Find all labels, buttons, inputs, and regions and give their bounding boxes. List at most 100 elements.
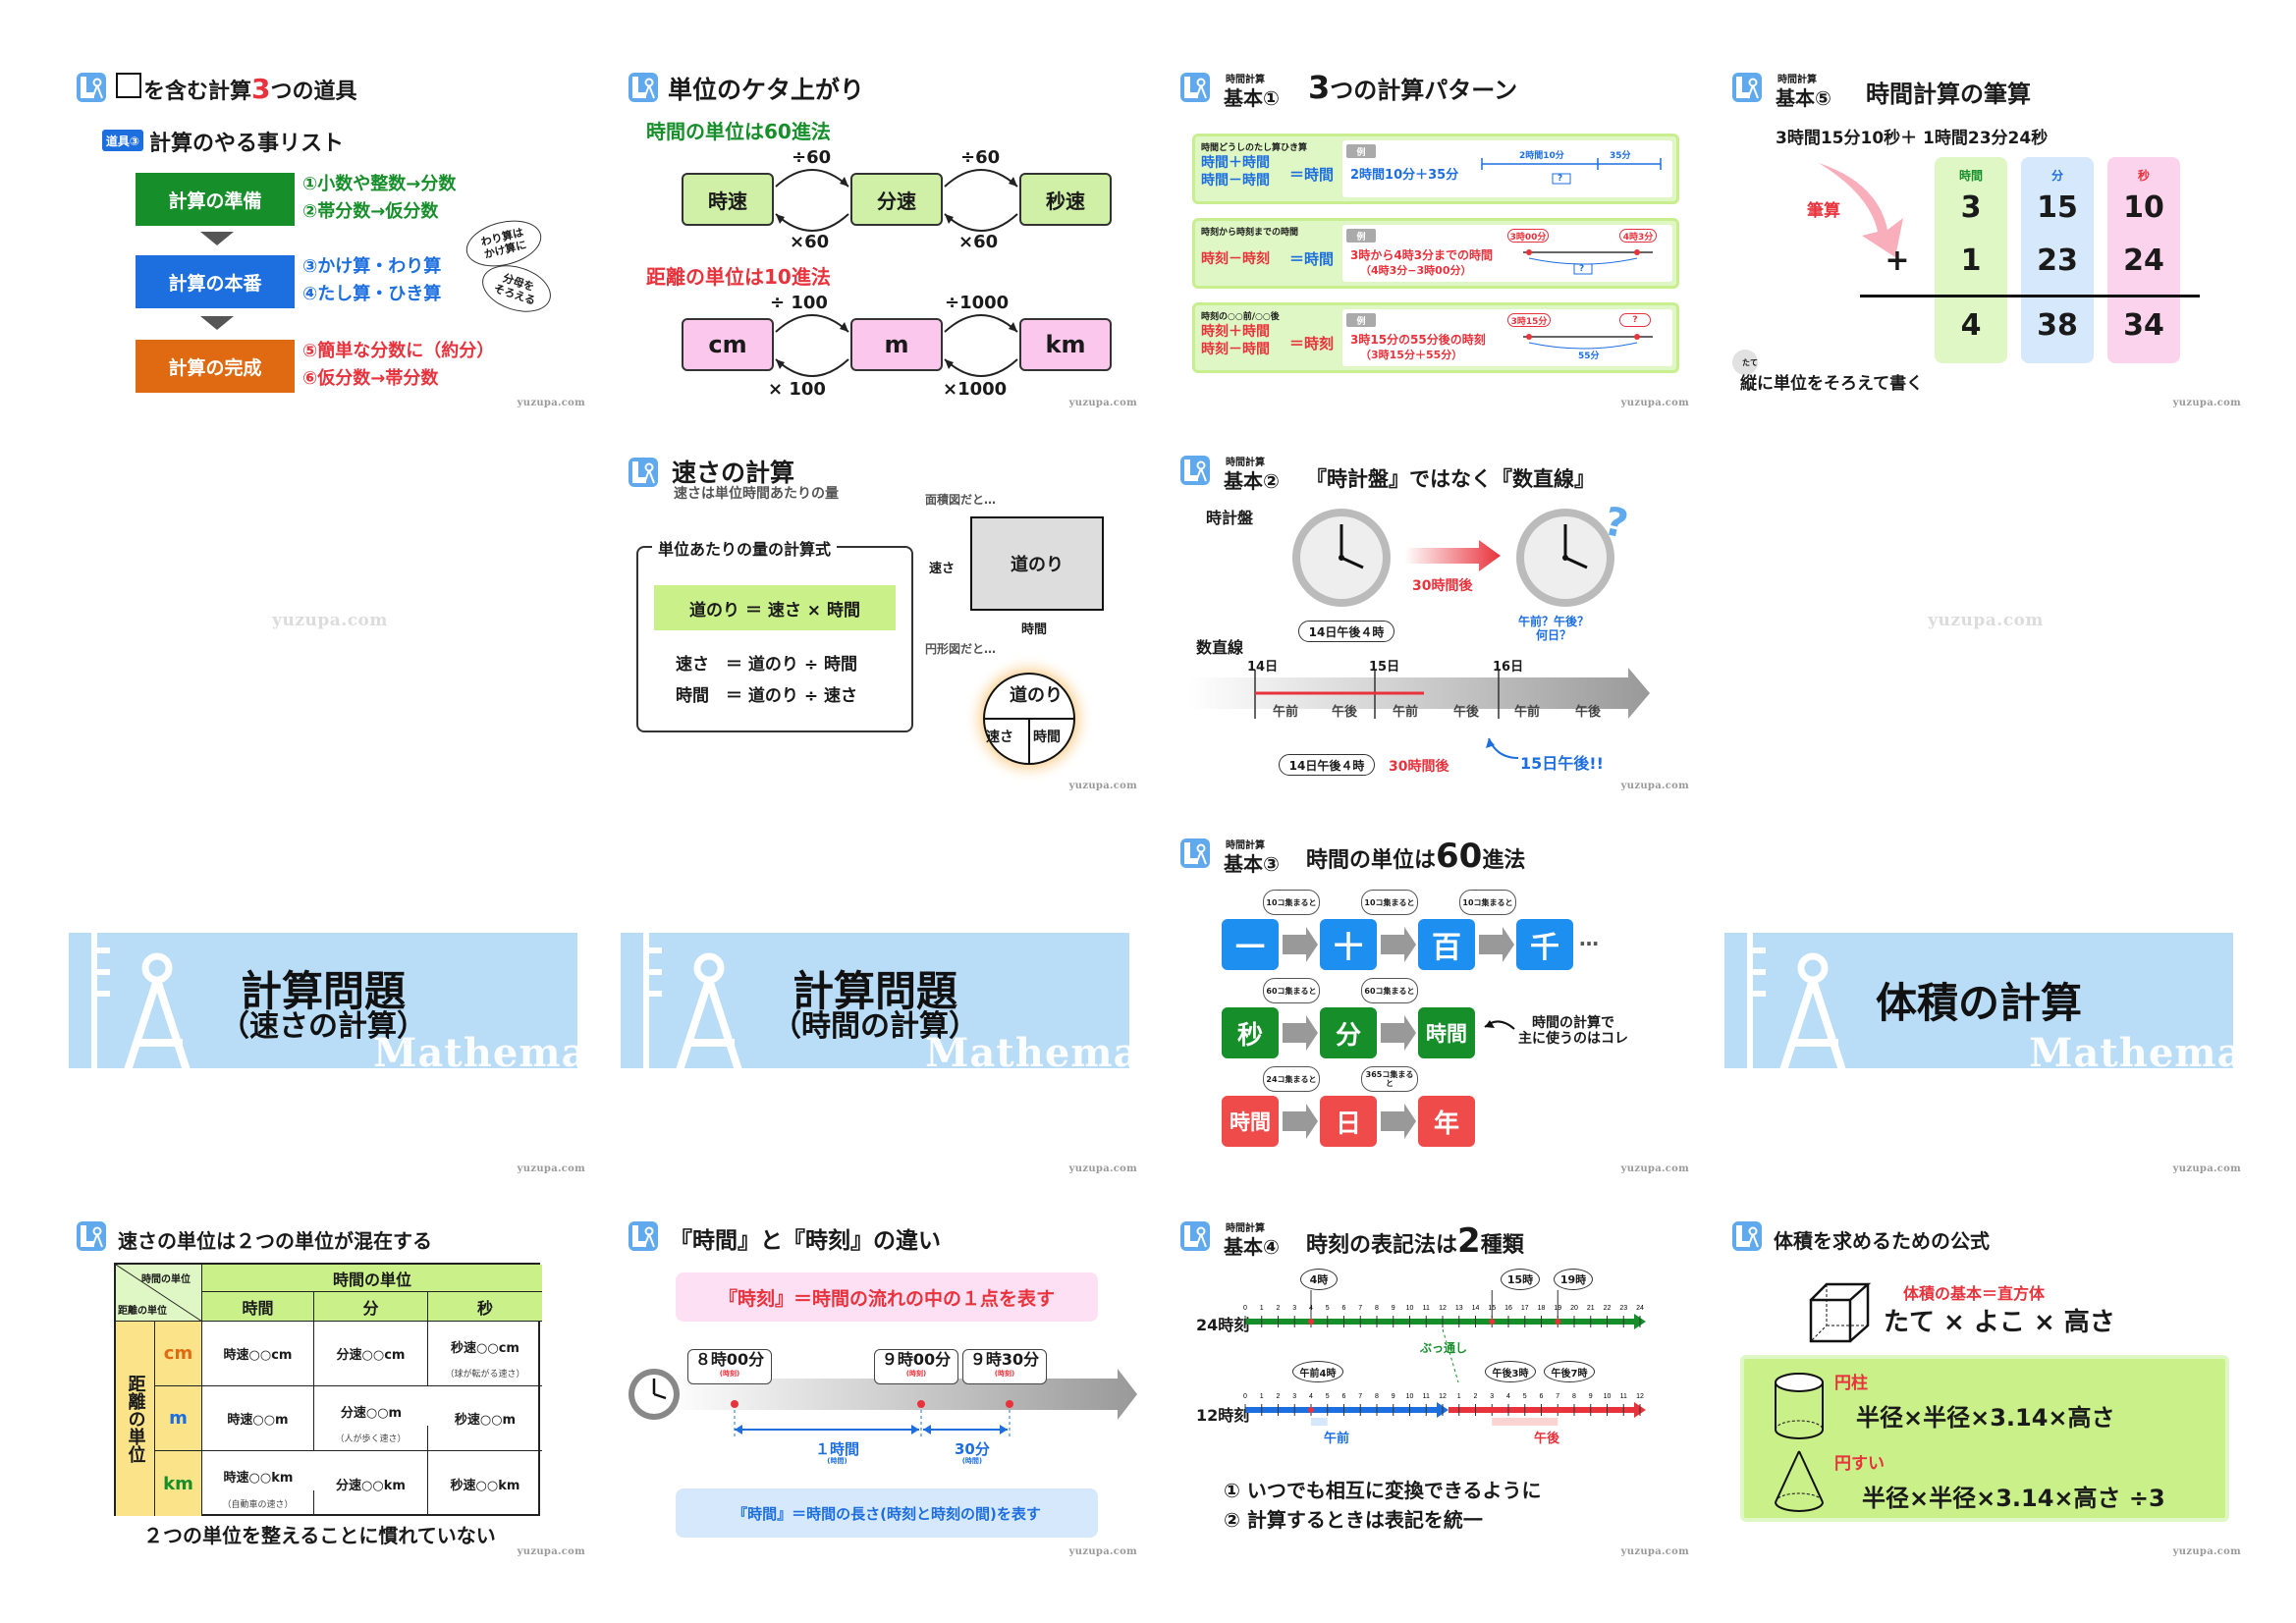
tick-label: 7	[1358, 1393, 1362, 1400]
cylinder-formula: 半径×半径×3.14×高さ	[1856, 1404, 2115, 1432]
watermark: yuzupa.com	[1068, 398, 1137, 408]
marker	[1555, 1319, 1561, 1325]
unit-chip: 千	[1516, 919, 1573, 970]
time-bubble: 午後3時	[1485, 1361, 1536, 1382]
slide-number-line: 時間計算 基本② 『時計盤』ではなく『数直線』 時計盤 30時間後 ? 14日午…	[1169, 442, 1699, 795]
subtitle-time: 時間の単位は60進法	[646, 120, 831, 143]
cylinder-icon	[1775, 1373, 1824, 1439]
pattern-row: 時刻の○○前/○○後 時刻＋時間時刻－時間 ＝時刻 例 3時15分の55分後の時…	[1192, 302, 1679, 373]
banner-watermark: Mathemat	[373, 1030, 577, 1068]
clock-icon	[1292, 509, 1391, 607]
section-banner: 計算問題 （速さの計算） Mathemat	[69, 933, 577, 1068]
tick-label: 10	[1406, 1305, 1414, 1312]
slide-calc-tools: を含む計算3つの道具 道具③ 計算のやる事リスト 計算の準備 計算の本番 計算の…	[65, 59, 595, 412]
tick-label: 12	[1439, 1393, 1447, 1400]
tick-label: 12	[1636, 1393, 1644, 1400]
result-label: 15日午後!!	[1520, 754, 1604, 773]
moment-bubble: ８時00分(時刻)	[687, 1349, 772, 1384]
ellipsis: …	[1579, 927, 1599, 950]
tick-label: 5	[1326, 1305, 1330, 1312]
mul-label: × 100	[768, 379, 826, 400]
tick-label: 13	[1455, 1305, 1463, 1312]
point-1: ① いつでも相互に変換できるように	[1224, 1479, 1542, 1502]
unit-box: 時速	[682, 173, 774, 226]
slide-title: 『時間』と『時刻』の違い	[670, 1228, 941, 1254]
logo-icon	[628, 1220, 659, 1252]
div-label: ÷ 100	[770, 293, 828, 313]
slide-title: 3つの計算パターン	[1308, 69, 1518, 106]
logo-icon	[76, 72, 107, 103]
pattern-row: 時間どうしのたし算ひき算 時間＋時間時間－時間 ＝時間 例 2時間10分＋35分…	[1192, 134, 1679, 204]
circle-time: 時間	[1033, 730, 1061, 745]
unit-chip: 秒	[1222, 1007, 1279, 1058]
seg-label: 午後	[1453, 705, 1480, 720]
category-label: 時間計算	[1226, 840, 1265, 851]
watermark: yuzupa.com	[517, 398, 585, 408]
time-bubble: 4時	[1300, 1269, 1338, 1290]
circle-diagram	[964, 654, 1094, 784]
time-bubble: 午後7時	[1544, 1361, 1595, 1382]
slide-unit-carry: 単位のケタ上がり 時間の単位は60進法 時速 分速 秒速 ÷60 ÷60 ×60…	[617, 59, 1147, 412]
watermark: yuzupa.com	[1068, 781, 1137, 791]
marker	[1555, 1407, 1561, 1413]
slide-speed-formula: 速さの計算 速さは単位時間あたりの量 単位あたりの量の計算式 道のり ＝ 速さ …	[617, 442, 1147, 795]
panel-title: 単位あたりの量の計算式	[652, 536, 838, 560]
seg-label: 午前	[1514, 705, 1541, 720]
through-curve	[1442, 1328, 1459, 1383]
time-bubble: 19時	[1554, 1269, 1593, 1290]
seg-label: 午前	[1273, 705, 1299, 720]
red-arrow-icon	[1404, 540, 1501, 571]
hour-scales: 0123456789101112131415161718192021222324…	[1243, 1290, 1646, 1426]
tick-label: 4	[1309, 1393, 1313, 1400]
slide-time-vs-moment: 『時間』と『時刻』の違い 『時刻』＝時間の流れの中の１点を表す ８時00分(時刻…	[617, 1208, 1147, 1561]
tick-label: 5	[1326, 1393, 1330, 1400]
compass-logo-icon	[643, 933, 742, 1068]
tick-label: 14	[1472, 1305, 1480, 1312]
note-bubble: 10コ集まると	[1361, 890, 1418, 915]
tick-label: 11	[1423, 1393, 1430, 1400]
tick-label: 2	[1277, 1393, 1281, 1400]
tick-label: 12	[1439, 1305, 1447, 1312]
question-note: 午前？午後？何日？	[1518, 615, 1590, 642]
hissan-label: 筆算	[1807, 201, 1840, 221]
tick-label: 7	[1556, 1393, 1559, 1400]
col-header: 秒	[2137, 169, 2150, 183]
start-bubble: 14日午後４時	[1279, 754, 1375, 776]
tick-label: 8	[1572, 1393, 1576, 1400]
slide-volume-formulas: 体積を求めるための公式 体積の基本＝直方体 たて × よこ × 高さ 円柱 半径…	[1721, 1208, 2251, 1561]
digit: 23	[2037, 243, 2078, 278]
tick-label: 0	[1243, 1393, 1247, 1400]
pink-arrow-icon	[1819, 163, 1903, 257]
slide-title: 時間計算の筆算	[1866, 81, 2031, 108]
gray-arrows	[1283, 927, 1514, 1139]
list-title: 計算のやる事リスト	[149, 132, 345, 156]
slide-subtitle: 速さは単位時間あたりの量	[674, 486, 839, 502]
compass-logo-icon	[91, 933, 191, 1068]
slide-title: を含む計算3つの道具	[143, 73, 357, 105]
clock-icon	[1516, 509, 1614, 607]
formula-speed: 速さ ＝ 道のり ÷ 時間	[676, 655, 857, 675]
note-bubble: 60コ集まると	[1361, 978, 1418, 1003]
digit: 38	[2037, 308, 2078, 343]
step-prepare: 計算の準備	[136, 173, 295, 226]
marker	[1489, 1407, 1496, 1413]
logo-icon	[1731, 1220, 1763, 1252]
basic-label: 基本①	[1224, 86, 1280, 110]
slide-title: 時間の単位は60進法	[1306, 837, 1526, 876]
tick-label: 23	[1619, 1305, 1627, 1312]
slide-three-patterns: 時間計算 基本① 3つの計算パターン 時間どうしのたし算ひき算 時間＋時間時間－…	[1169, 59, 1699, 412]
tick-label: 3	[1292, 1393, 1296, 1400]
tick-label: 7	[1358, 1305, 1362, 1312]
pointer-arrow-icon	[1484, 1020, 1515, 1030]
logo-icon	[628, 457, 659, 488]
div-label: ÷60	[792, 147, 832, 168]
am-segment	[1311, 1418, 1328, 1426]
unit-chip: 時間	[1222, 1096, 1279, 1147]
day-tick: 16日	[1493, 660, 1524, 675]
tick-label: 16	[1504, 1305, 1512, 1312]
circle-speed: 速さ	[986, 730, 1013, 745]
tick-label: 17	[1521, 1305, 1529, 1312]
tick-label: 18	[1538, 1305, 1546, 1312]
basic-label: 基本④	[1224, 1235, 1280, 1259]
basic-label: 基本②	[1224, 469, 1280, 493]
